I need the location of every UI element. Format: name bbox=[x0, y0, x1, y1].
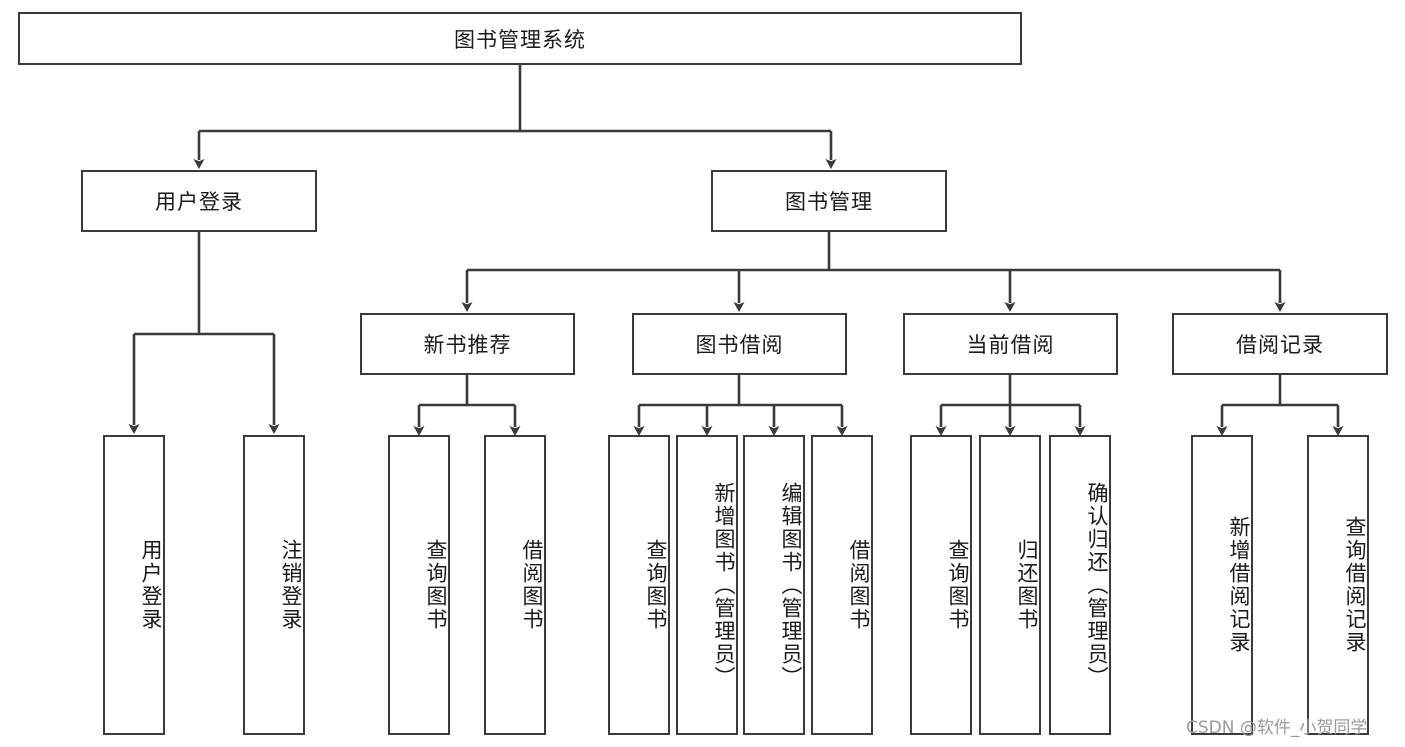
node-label: 新增借阅记录 bbox=[1227, 516, 1251, 654]
node-label: 用户登录 bbox=[155, 190, 243, 214]
node-label: 编辑图书（管理员） bbox=[779, 481, 803, 689]
leaf-current-confirm-return-admin[interactable]: 确认归还（管理员） bbox=[1049, 435, 1111, 735]
leaf-borrow-edit-book-admin[interactable]: 编辑图书（管理员） bbox=[743, 435, 805, 735]
leaf-current-return-book[interactable]: 归还图书 bbox=[979, 435, 1041, 735]
csdn-watermark: CSDN @软件_小贺同学 bbox=[1186, 718, 1368, 738]
leaf-recommend-query-book[interactable]: 查询图书 bbox=[388, 435, 450, 735]
node-label: 图书借阅 bbox=[695, 333, 784, 357]
leaf-user-login-signin[interactable]: 用户登录 bbox=[103, 435, 165, 735]
node-new-book-recommend[interactable]: 新书推荐 bbox=[360, 313, 575, 375]
node-current-borrow[interactable]: 当前借阅 bbox=[903, 313, 1118, 375]
node-label: 注销登录 bbox=[279, 539, 303, 631]
node-label: 当前借阅 bbox=[966, 333, 1055, 357]
node-label: 新书推荐 bbox=[423, 333, 512, 357]
node-book-borrow[interactable]: 图书借阅 bbox=[632, 313, 847, 375]
node-label: 查询图书 bbox=[946, 539, 970, 631]
node-label: 查询图书 bbox=[424, 539, 448, 631]
leaf-recommend-borrow-book[interactable]: 借阅图书 bbox=[484, 435, 546, 735]
leaf-borrow-query-book[interactable]: 查询图书 bbox=[608, 435, 670, 735]
leaf-record-add-borrow-record[interactable]: 新增借阅记录 bbox=[1191, 435, 1253, 735]
node-label: 图书管理系统 bbox=[454, 27, 586, 52]
leaf-current-query-book[interactable]: 查询图书 bbox=[910, 435, 972, 735]
node-label: 查询图书 bbox=[644, 539, 668, 631]
leaf-record-query-borrow-record[interactable]: 查询借阅记录 bbox=[1307, 435, 1369, 735]
leaf-borrow-borrow-book[interactable]: 借阅图书 bbox=[811, 435, 873, 735]
node-label: 借阅记录 bbox=[1236, 333, 1324, 357]
node-label: 借阅图书 bbox=[520, 539, 544, 631]
node-root-book-management-system[interactable]: 图书管理系统 bbox=[18, 12, 1022, 65]
node-label: 新增图书（管理员） bbox=[712, 481, 736, 689]
leaf-user-login-signout[interactable]: 注销登录 bbox=[243, 435, 305, 735]
leaf-borrow-add-book-admin[interactable]: 新增图书（管理员） bbox=[676, 435, 738, 735]
node-user-login[interactable]: 用户登录 bbox=[81, 170, 317, 232]
node-label: 确认归还（管理员） bbox=[1085, 481, 1109, 689]
node-label: 图书管理 bbox=[785, 190, 873, 214]
node-borrow-record[interactable]: 借阅记录 bbox=[1172, 313, 1388, 375]
node-book-management[interactable]: 图书管理 bbox=[711, 170, 947, 232]
node-label: 归还图书 bbox=[1015, 539, 1039, 631]
node-label: 用户登录 bbox=[139, 539, 163, 631]
node-label: 借阅图书 bbox=[847, 539, 871, 631]
node-label: 查询借阅记录 bbox=[1343, 516, 1367, 654]
